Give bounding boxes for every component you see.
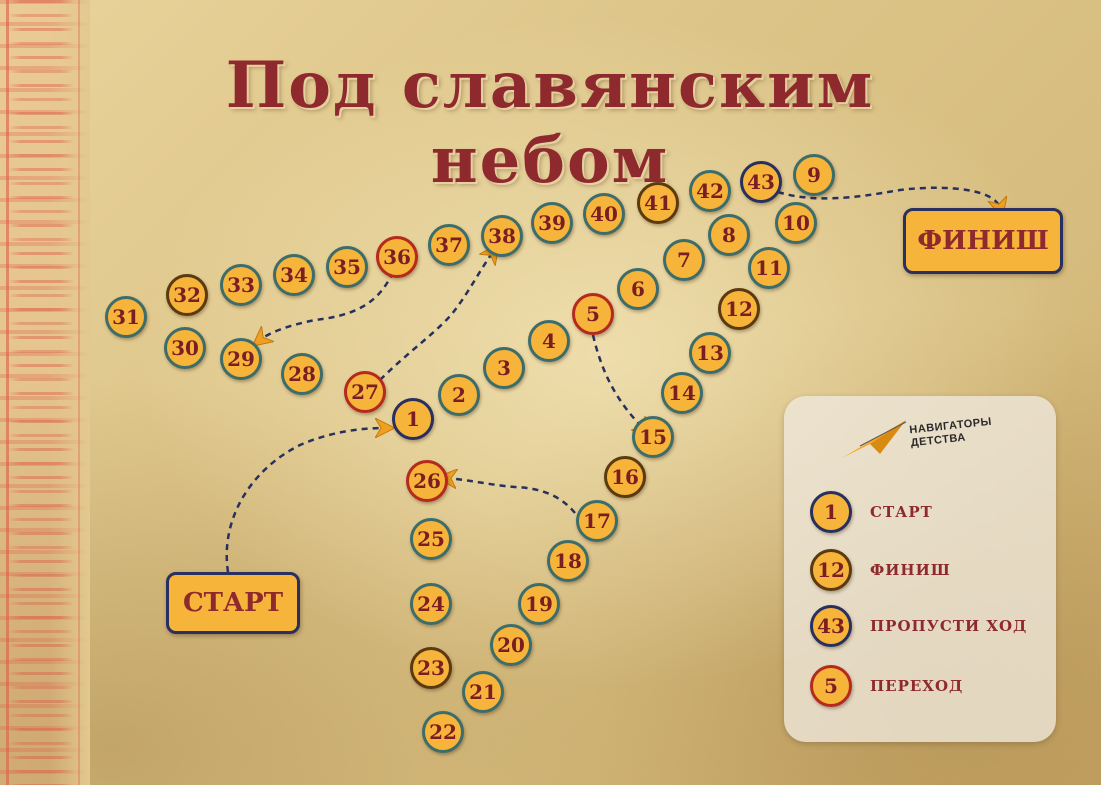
logo-text: НАВИГАТОРЫ ДЕТСТВА: [909, 416, 994, 451]
path-5-to-15: [591, 334, 645, 430]
legend-row-finish: 12 ФИНИШ: [810, 549, 951, 591]
cell-13: 13: [689, 332, 731, 374]
legend-cell-start: 1: [810, 491, 852, 533]
legend-label-start: СТАРТ: [870, 503, 933, 521]
cell-2: 2: [438, 374, 480, 416]
cell-34: 34: [273, 254, 315, 296]
cell-31: 31: [105, 296, 147, 338]
legend-panel: НАВИГАТОРЫ ДЕТСТВА 1 СТАРТ 12 ФИНИШ 43 ПРОПУС…: [784, 396, 1056, 742]
cell-4: 4: [528, 320, 570, 362]
cell-12: 12: [718, 288, 760, 330]
cell-23: 23: [410, 647, 452, 689]
legend-label-finish: ФИНИШ: [870, 561, 951, 579]
cell-36: 36: [376, 236, 418, 278]
path-17-to-26: [447, 478, 576, 514]
legend-row-jump: 5 ПЕРЕХОД: [810, 665, 964, 707]
cell-22: 22: [422, 711, 464, 753]
legend-cell-finish: 12: [810, 549, 852, 591]
cell-3: 3: [483, 347, 525, 389]
folk-ornament-border: [0, 0, 90, 785]
cell-37: 37: [428, 224, 470, 266]
legend-row-skip: 43 ПРОПУСТИ ХОД: [810, 605, 1028, 647]
ornament-stripe: [78, 0, 80, 785]
cell-9: 9: [793, 154, 835, 196]
legend-row-start: 1 СТАРТ: [810, 491, 933, 533]
cell-38: 38: [481, 215, 523, 257]
legend-label-skip: ПРОПУСТИ ХОД: [870, 617, 1028, 635]
cell-10: 10: [775, 202, 817, 244]
cell-41: 41: [637, 182, 679, 224]
cell-30: 30: [164, 327, 206, 369]
finish-box: ФИНИШ: [903, 208, 1063, 274]
cell-8: 8: [708, 214, 750, 256]
legend-label-jump: ПЕРЕХОД: [870, 677, 964, 695]
cell-39: 39: [531, 202, 573, 244]
cell-29: 29: [220, 338, 262, 380]
cell-17: 17: [576, 500, 618, 542]
cell-42: 42: [689, 170, 731, 212]
ornament-stripe: [6, 0, 9, 785]
legend-cell-skip: 43: [810, 605, 852, 647]
navigators-logo: НАВИГАТОРЫ ДЕТСТВА: [840, 414, 1010, 464]
cell-40: 40: [583, 193, 625, 235]
cell-11: 11: [748, 247, 790, 289]
cell-33: 33: [220, 264, 262, 306]
cell-25: 25: [410, 518, 452, 560]
cell-20: 20: [490, 624, 532, 666]
path-27-to-38: [379, 252, 493, 381]
path-43-to-finish: [777, 186, 1000, 208]
cell-16: 16: [604, 456, 646, 498]
cell-1: 1: [392, 398, 434, 440]
cell-19: 19: [518, 583, 560, 625]
cell-5: 5: [572, 293, 614, 335]
cell-21: 21: [462, 671, 504, 713]
cell-27: 27: [344, 371, 386, 413]
paper-plane-icon: [842, 420, 907, 458]
cell-43: 43: [740, 161, 782, 203]
path-start-to-1: [225, 428, 385, 573]
cell-35: 35: [326, 246, 368, 288]
cell-26: 26: [406, 460, 448, 502]
cell-28: 28: [281, 353, 323, 395]
cell-18: 18: [547, 540, 589, 582]
path-36-to-29: [260, 271, 395, 340]
cell-6: 6: [617, 268, 659, 310]
cell-32: 32: [166, 274, 208, 316]
folk-ornament-pattern: [8, 0, 74, 785]
start-box: СТАРТ: [166, 572, 300, 634]
legend-cell-jump: 5: [810, 665, 852, 707]
cell-7: 7: [663, 239, 705, 281]
cell-15: 15: [632, 416, 674, 458]
cell-14: 14: [661, 372, 703, 414]
board-title: Под славянским небом: [225, 48, 875, 198]
cell-24: 24: [410, 583, 452, 625]
